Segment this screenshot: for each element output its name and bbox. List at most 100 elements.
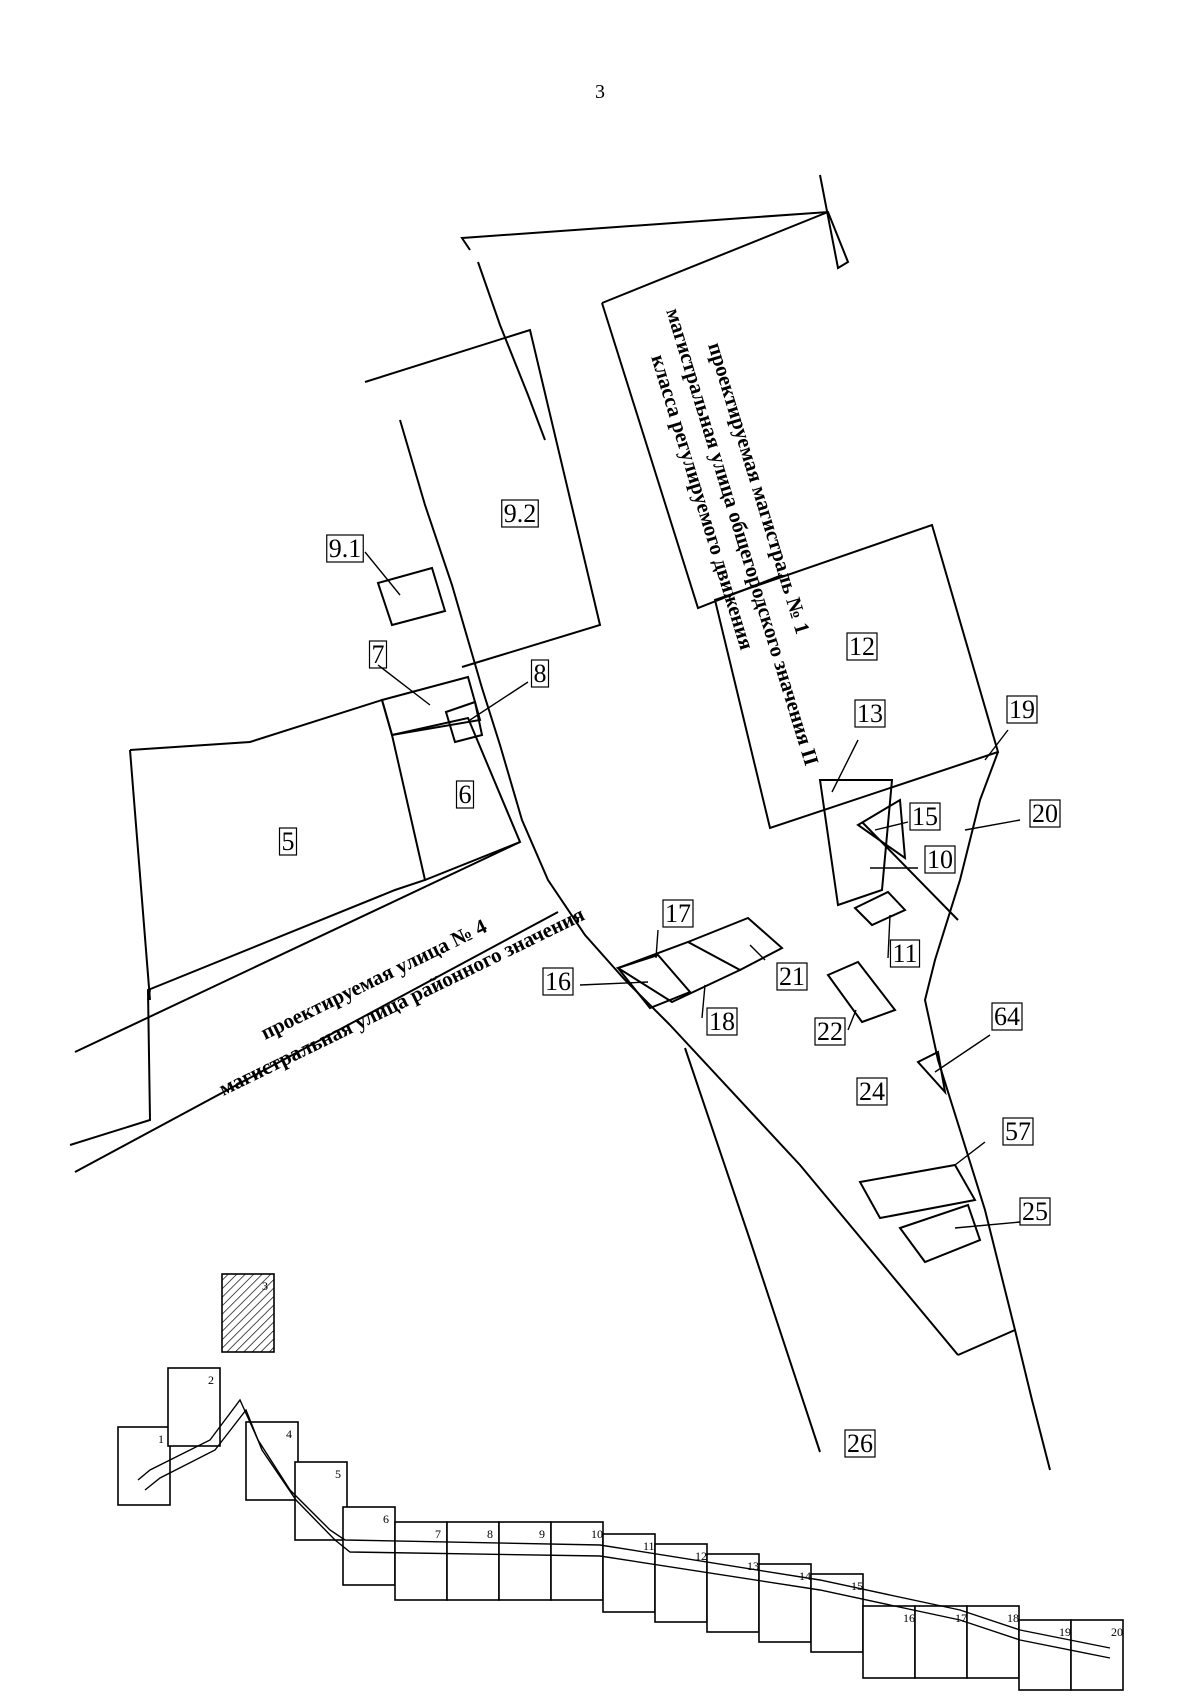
index-sheet-label-6: 6 — [383, 1512, 389, 1526]
parcel-25-outline — [898, 1203, 982, 1264]
parcel-18-outline — [615, 940, 743, 1004]
parcel-11-outline — [853, 890, 907, 927]
parcel-8-outline — [444, 700, 484, 744]
parcel-label-9-2: 9.2 — [504, 499, 537, 528]
index-sheet-9 — [498, 1521, 552, 1601]
parcel-label-box-64 — [991, 1002, 1023, 1031]
parcel-22-outline — [826, 960, 897, 1024]
street-main-1-label: проектируемая магистраль № 1 магистральн… — [646, 305, 824, 768]
parcel-label-17: 17 — [665, 899, 691, 928]
index-sheet-label-14: 14 — [799, 1569, 811, 1583]
street-4-label: проектируемая улица № 4 магистральная ул… — [215, 902, 588, 1100]
parcel-label-10: 10 — [927, 845, 953, 874]
leader-18 — [701, 984, 706, 1019]
street-main-1-line2: магистральная улица общегородского значе… — [661, 305, 823, 768]
index-sheet-label-10: 10 — [591, 1527, 603, 1541]
index-sheet-17 — [914, 1605, 968, 1679]
leader-20 — [964, 819, 1021, 831]
parcel-label-box-11 — [889, 939, 921, 968]
parcel-label-box-12 — [846, 632, 878, 661]
index-sheet-label-5: 5 — [335, 1467, 341, 1481]
parcel-label-box-21 — [776, 962, 808, 991]
parcel-label-12: 12 — [849, 632, 875, 661]
parcel-label-box-25 — [1019, 1197, 1051, 1226]
parcel-16-17-outline — [616, 953, 692, 1010]
index-sheet-label-17: 17 — [955, 1611, 967, 1625]
parcel-label-box-19 — [1006, 695, 1038, 724]
index-road-trace-2 — [144, 1408, 1111, 1659]
leader-17 — [655, 929, 659, 959]
parcel-label-box-24 — [856, 1077, 888, 1106]
index-road-trace — [137, 1398, 1111, 1649]
parcel-label-18: 18 — [709, 1007, 735, 1036]
parcel-label-box-16 — [542, 967, 574, 996]
index-sheet-label-1: 1 — [158, 1432, 164, 1446]
parcel-label-64: 64 — [994, 1002, 1020, 1031]
top-boundary — [460, 174, 850, 270]
index-sheet-3 — [221, 1273, 275, 1353]
index-sheet-18 — [966, 1605, 1020, 1679]
parcel-label-7: 7 — [372, 640, 385, 669]
parcel-6-outline — [391, 716, 522, 881]
parcel-label-24: 24 — [859, 1077, 885, 1106]
parcel-9-1-outline — [376, 566, 447, 627]
street-4-line2: магистральная улица районного значения — [215, 902, 588, 1100]
index-sheet-label-3: 3 — [262, 1279, 268, 1293]
leader-8 — [469, 681, 529, 721]
index-sheet-label-2: 2 — [208, 1373, 214, 1387]
parcel-label-13: 13 — [857, 699, 883, 728]
leader-22 — [847, 1009, 857, 1031]
leader-25 — [954, 1221, 1021, 1229]
parcel-13-outline — [818, 779, 894, 907]
index-sheet-label-15: 15 — [851, 1579, 863, 1593]
index-sheet-7 — [394, 1521, 448, 1601]
index-sheet-label-19: 19 — [1059, 1625, 1071, 1639]
parcel-15-outline — [856, 798, 907, 861]
parcel-64-outline — [916, 1050, 947, 1096]
leader-15 — [874, 821, 909, 831]
plan-linework — [69, 174, 1051, 1471]
parcel-label-16: 16 — [545, 967, 571, 996]
index-sheet-label-7: 7 — [435, 1527, 441, 1541]
parcel-label-box-20 — [1029, 799, 1061, 828]
leader-64 — [934, 1034, 991, 1073]
index-sheet-2 — [167, 1367, 221, 1447]
parcel-label-box-9-2 — [501, 499, 539, 528]
parcel-label-20: 20 — [1032, 799, 1058, 828]
parcel-label-box-7 — [368, 640, 388, 669]
parcel-label-box-5 — [278, 827, 298, 856]
parcel-label-21: 21 — [779, 962, 805, 991]
parcel-label-box-8 — [530, 659, 550, 688]
parcel-label-22: 22 — [817, 1017, 843, 1046]
leader-13 — [831, 739, 859, 793]
street-4-north-edge — [74, 841, 521, 1053]
parcel-label-box-18 — [706, 1007, 738, 1036]
parcel-label-15: 15 — [912, 802, 938, 831]
index-sheet-label-12: 12 — [695, 1549, 707, 1563]
parcel-label-5: 5 — [282, 827, 295, 856]
index-sheet-label-18: 18 — [1007, 1611, 1019, 1625]
index-sheet-label-11: 11 — [643, 1539, 655, 1553]
page-number: 3 — [595, 81, 605, 103]
index-sheet-12 — [654, 1543, 708, 1623]
east-tail — [957, 1329, 1016, 1356]
leader-21 — [749, 944, 766, 961]
index-sheet-label-9: 9 — [539, 1527, 545, 1541]
parcel-label-box-13 — [854, 699, 886, 728]
east-boundary — [923, 751, 1051, 1471]
parcel-label-box-57 — [1002, 1117, 1034, 1146]
index-sheet-label-4: 4 — [286, 1427, 292, 1441]
parcel-21-outline — [687, 916, 784, 971]
parcel-label-box-10 — [924, 845, 956, 874]
parcel-label-box-17 — [662, 899, 694, 928]
parcel-label-8: 8 — [534, 659, 547, 688]
parcel-label-box-26 — [844, 1429, 876, 1458]
parcel-5-west — [129, 749, 151, 1001]
parcel-label-box-22 — [814, 1017, 846, 1046]
index-sheet-label-8: 8 — [487, 1527, 493, 1541]
line-26-west — [684, 1047, 821, 1453]
index-sheet-1 — [117, 1426, 171, 1506]
index-sheet-label-20: 20 — [1111, 1625, 1123, 1639]
parcel-9-2-outline — [364, 328, 602, 668]
